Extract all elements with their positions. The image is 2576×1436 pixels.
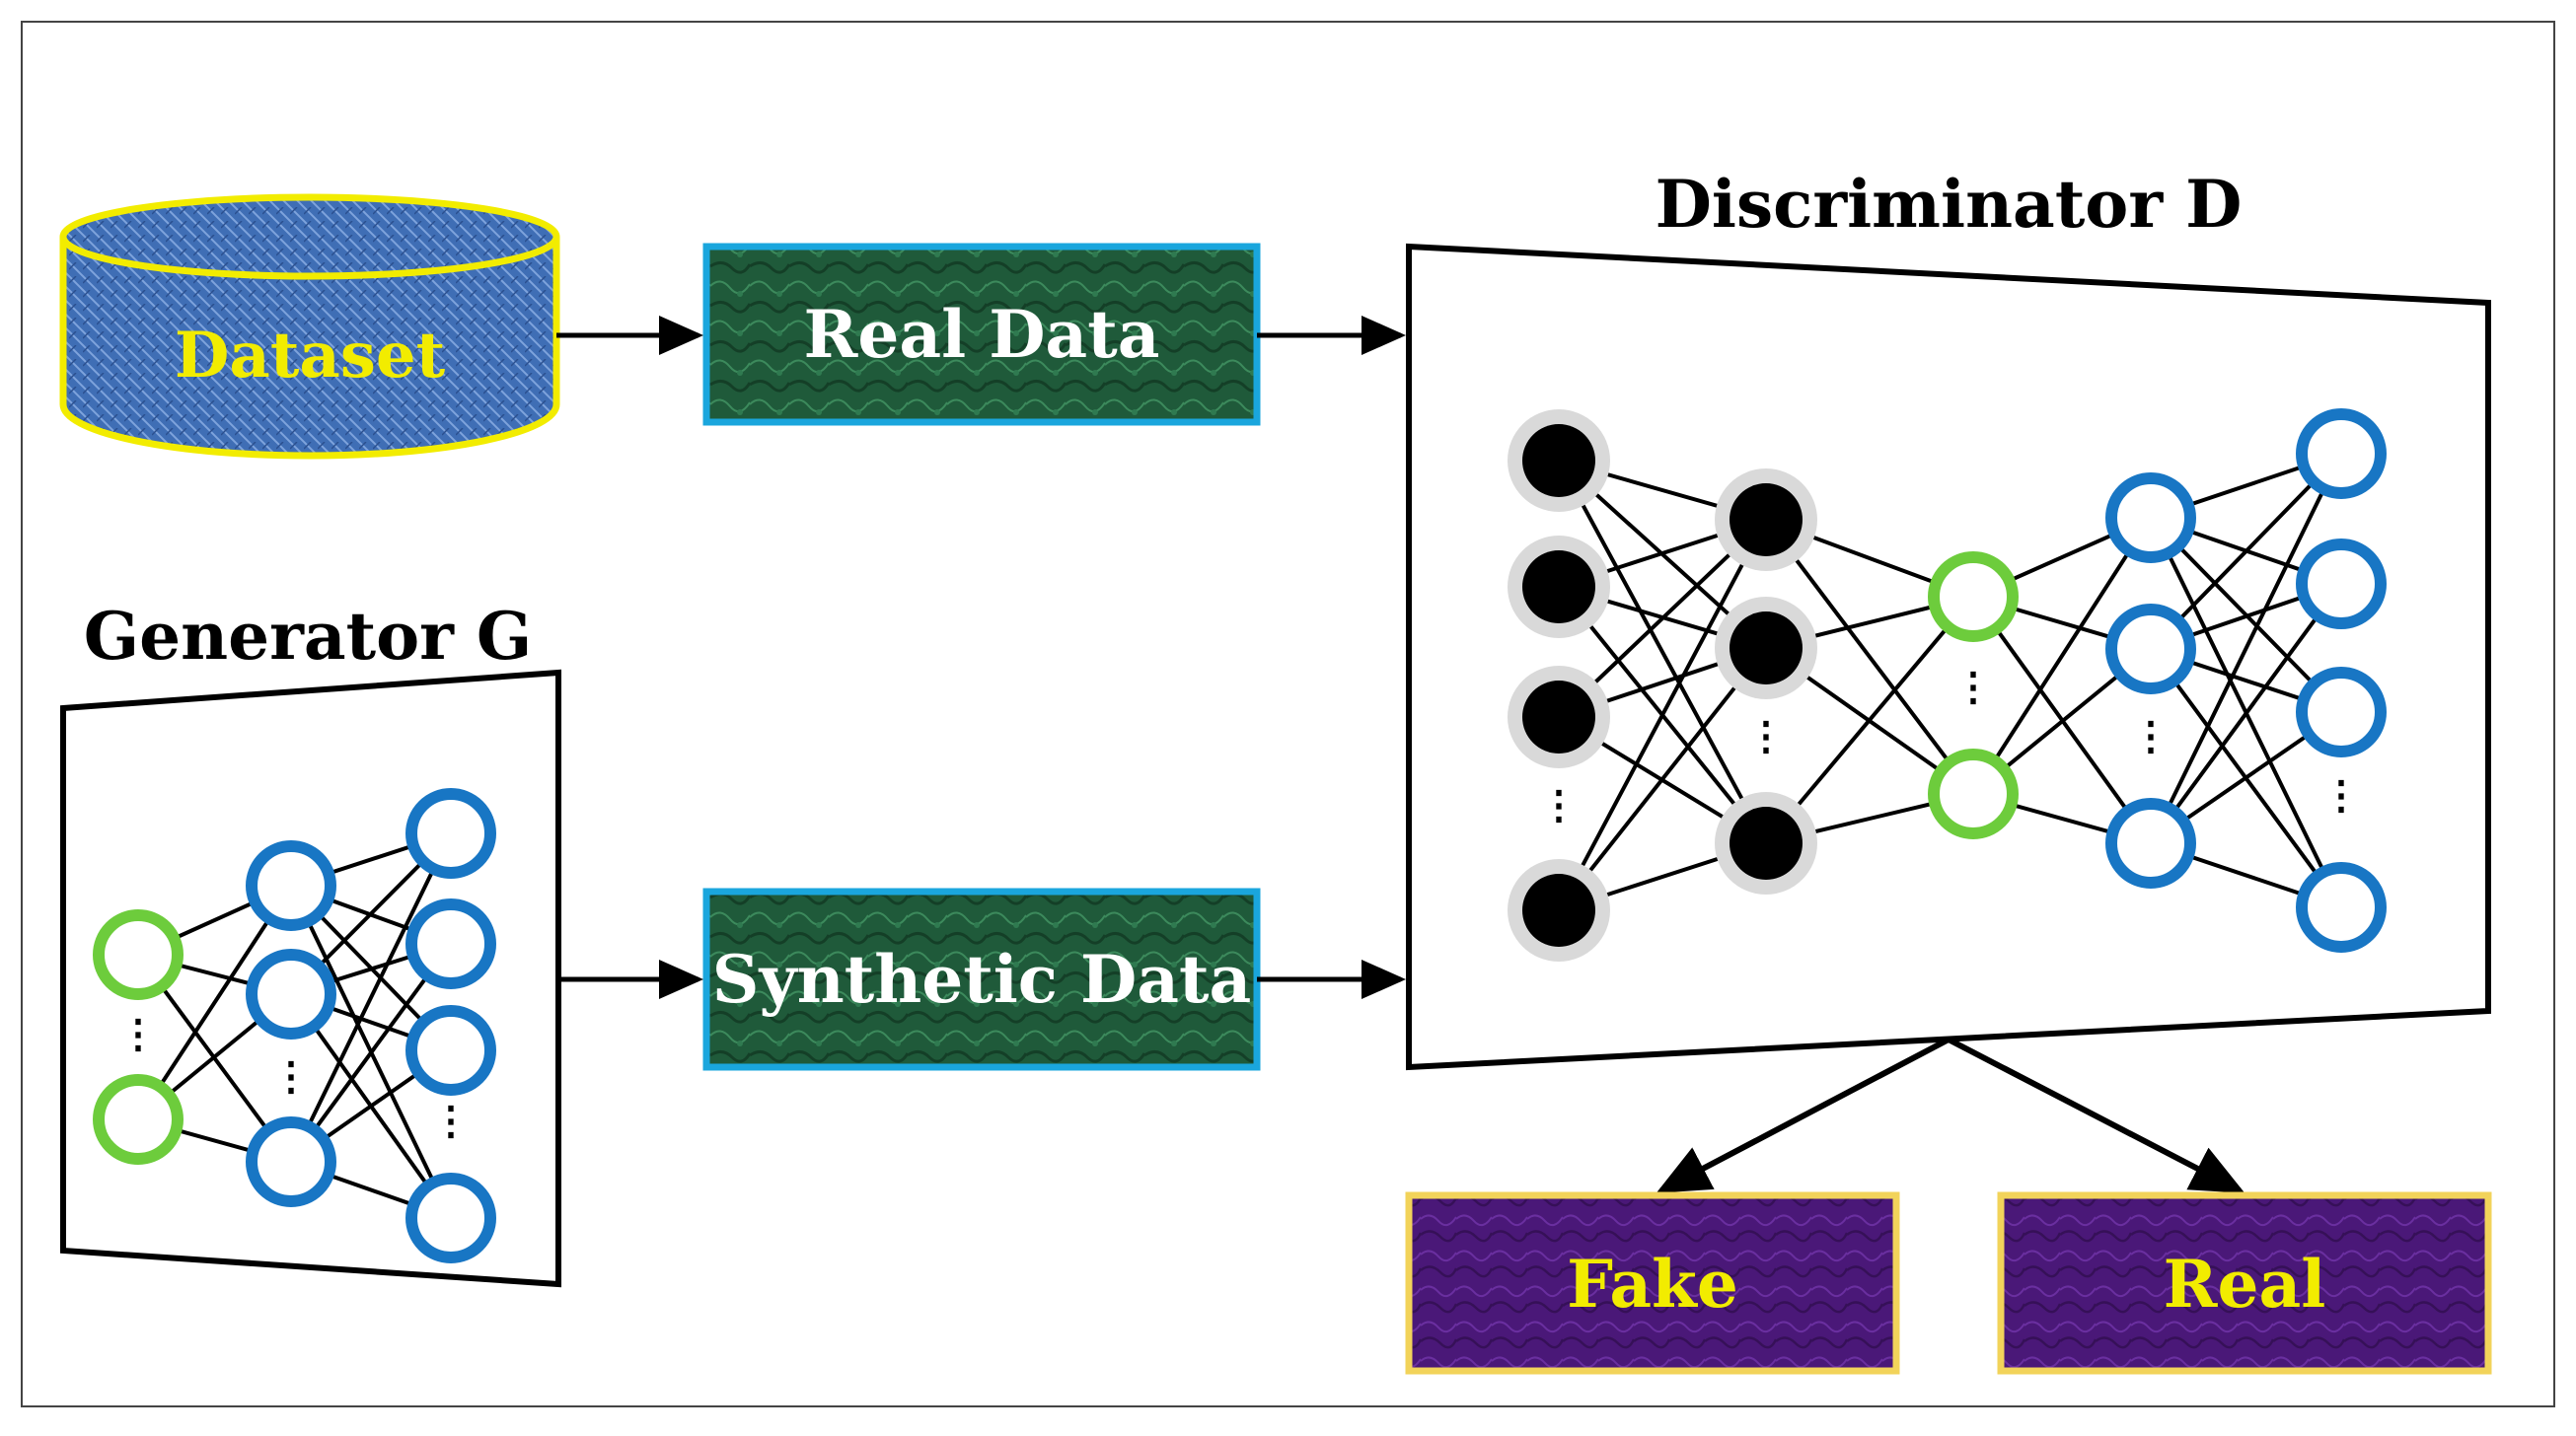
fake-output-box: Fake (1405, 1191, 1900, 1375)
discriminator-edge (1557, 646, 1768, 912)
generator-node-blue (246, 949, 336, 1040)
discriminator-node-blue (2105, 798, 2196, 889)
ellipsis-marker: ⋮ (2321, 772, 2361, 819)
generator-node-blue (405, 1005, 496, 1096)
discriminator-node-blue (2296, 862, 2387, 953)
ellipsis-marker: ⋮ (1746, 713, 1786, 759)
generator-label: Generator G (84, 598, 533, 675)
ellipsis-marker: ⋮ (1539, 782, 1579, 828)
generator-edge (289, 832, 453, 1163)
generator-edge (136, 884, 293, 1121)
ellipsis-markers: ⋮ ⋮ ⋮ ⋮ ⋮ ⋮ ⋮ ⋮ (118, 664, 2361, 1144)
real-data-box: Real Data (702, 243, 1261, 426)
discriminator-node-blue (2296, 538, 2387, 629)
real-data-label: Real Data (804, 296, 1160, 373)
discriminator-edge (2149, 453, 2343, 844)
discriminator-edge (1557, 519, 1768, 911)
ellipsis-marker: ⋮ (118, 1011, 158, 1057)
discriminator-edge (1764, 518, 1975, 796)
discriminator-node-black (1522, 550, 1595, 623)
discriminator-label: Discriminator D (1656, 166, 2243, 243)
discriminator-edge (2149, 452, 2343, 651)
generator-node-blue (405, 1173, 496, 1263)
generator-node-blue (246, 840, 336, 931)
dataset-label: Dataset (175, 319, 446, 393)
generator-node-blue (405, 788, 496, 879)
ellipsis-marker: ⋮ (271, 1053, 311, 1100)
discriminator-nodes (1508, 408, 2387, 962)
discriminator-node-black (1522, 681, 1595, 754)
discriminator-node-blue (2296, 408, 2387, 499)
synthetic-data-label: Synthetic Data (712, 941, 1251, 1018)
discriminator-edge (1557, 460, 1768, 844)
discriminator-node-green (1928, 749, 2019, 839)
real-output-box: Real (1997, 1191, 2492, 1375)
discriminator-edge (2149, 582, 2343, 845)
ellipsis-marker: ⋮ (2131, 713, 2171, 759)
discriminator-node-black (1730, 611, 1803, 684)
generator-node-blue (405, 898, 496, 989)
real-output-label: Real (2164, 1246, 2326, 1323)
discriminator-node-black (1730, 807, 1803, 880)
generator-nodes (93, 788, 496, 1263)
discriminator-node-black (1522, 874, 1595, 947)
discriminator-node-black (1522, 424, 1595, 497)
ellipsis-marker: ⋮ (1953, 664, 1993, 710)
generator-node-green (93, 1074, 184, 1165)
discriminator-edge (1971, 516, 2153, 796)
generator-node-blue (246, 1116, 336, 1207)
discriminator-node-green (1928, 551, 2019, 642)
dataset-cylinder: Dataset (59, 193, 560, 460)
discriminator-node-blue (2105, 604, 2196, 694)
discriminator-node-blue (2105, 472, 2196, 563)
arrow-to-fake (1656, 1037, 1950, 1193)
discriminator-frame (1406, 243, 2491, 1071)
discriminator-node-blue (2296, 667, 2387, 757)
generator-node-green (93, 909, 184, 1000)
fake-label: Fake (1567, 1246, 1738, 1323)
arrow-to-real (1947, 1037, 2245, 1193)
discriminator-node-black (1730, 483, 1803, 556)
ellipsis-marker: ⋮ (431, 1098, 471, 1144)
discriminator-edge (1764, 595, 1975, 845)
synthetic-data-box: Synthetic Data (702, 888, 1261, 1071)
